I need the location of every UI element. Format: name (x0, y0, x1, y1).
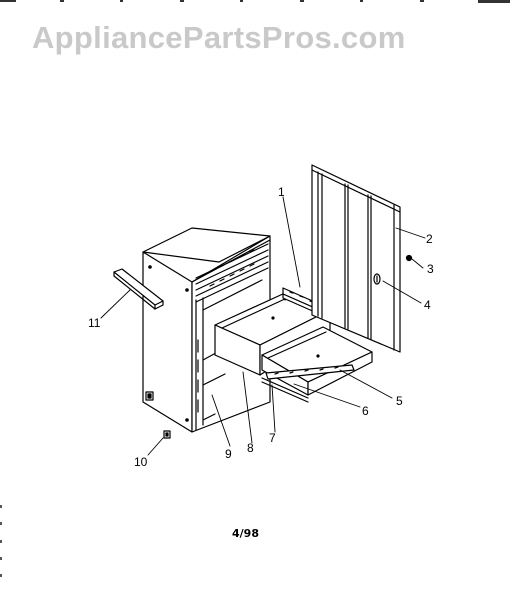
watermark-text: AppliancePartsPros.com (32, 20, 406, 55)
page-code: 4/98 (232, 527, 259, 540)
callout-11: 11 (88, 316, 101, 330)
scan-margin-mark (0, 522, 2, 525)
scan-margin-mark (0, 505, 2, 508)
callout-2: 2 (426, 232, 433, 246)
callout-1: 1 (278, 185, 285, 199)
callout-4: 4 (424, 298, 431, 312)
callout-8: 8 (247, 441, 254, 455)
scan-top-edge (0, 0, 510, 3)
callout-10: 10 (134, 455, 148, 469)
scan-margin-mark (0, 574, 2, 577)
door-panel (311, 164, 401, 353)
callout-6: 6 (362, 404, 369, 418)
callout-labels: 1 2 3 4 5 6 7 8 9 10 11 (88, 185, 434, 469)
scan-margin-mark (0, 557, 2, 560)
leader-lines (100, 196, 426, 456)
callout-3: 3 (427, 262, 434, 276)
key-part-3 (405, 254, 413, 262)
callout-5: 5 (396, 394, 403, 408)
handle-bar-part-11 (113, 268, 164, 310)
lower-drawer (261, 326, 373, 403)
callout-7: 7 (269, 431, 276, 445)
callout-9: 9 (225, 447, 232, 461)
screw-part-10 (163, 430, 171, 439)
scan-margin-mark (0, 540, 2, 543)
